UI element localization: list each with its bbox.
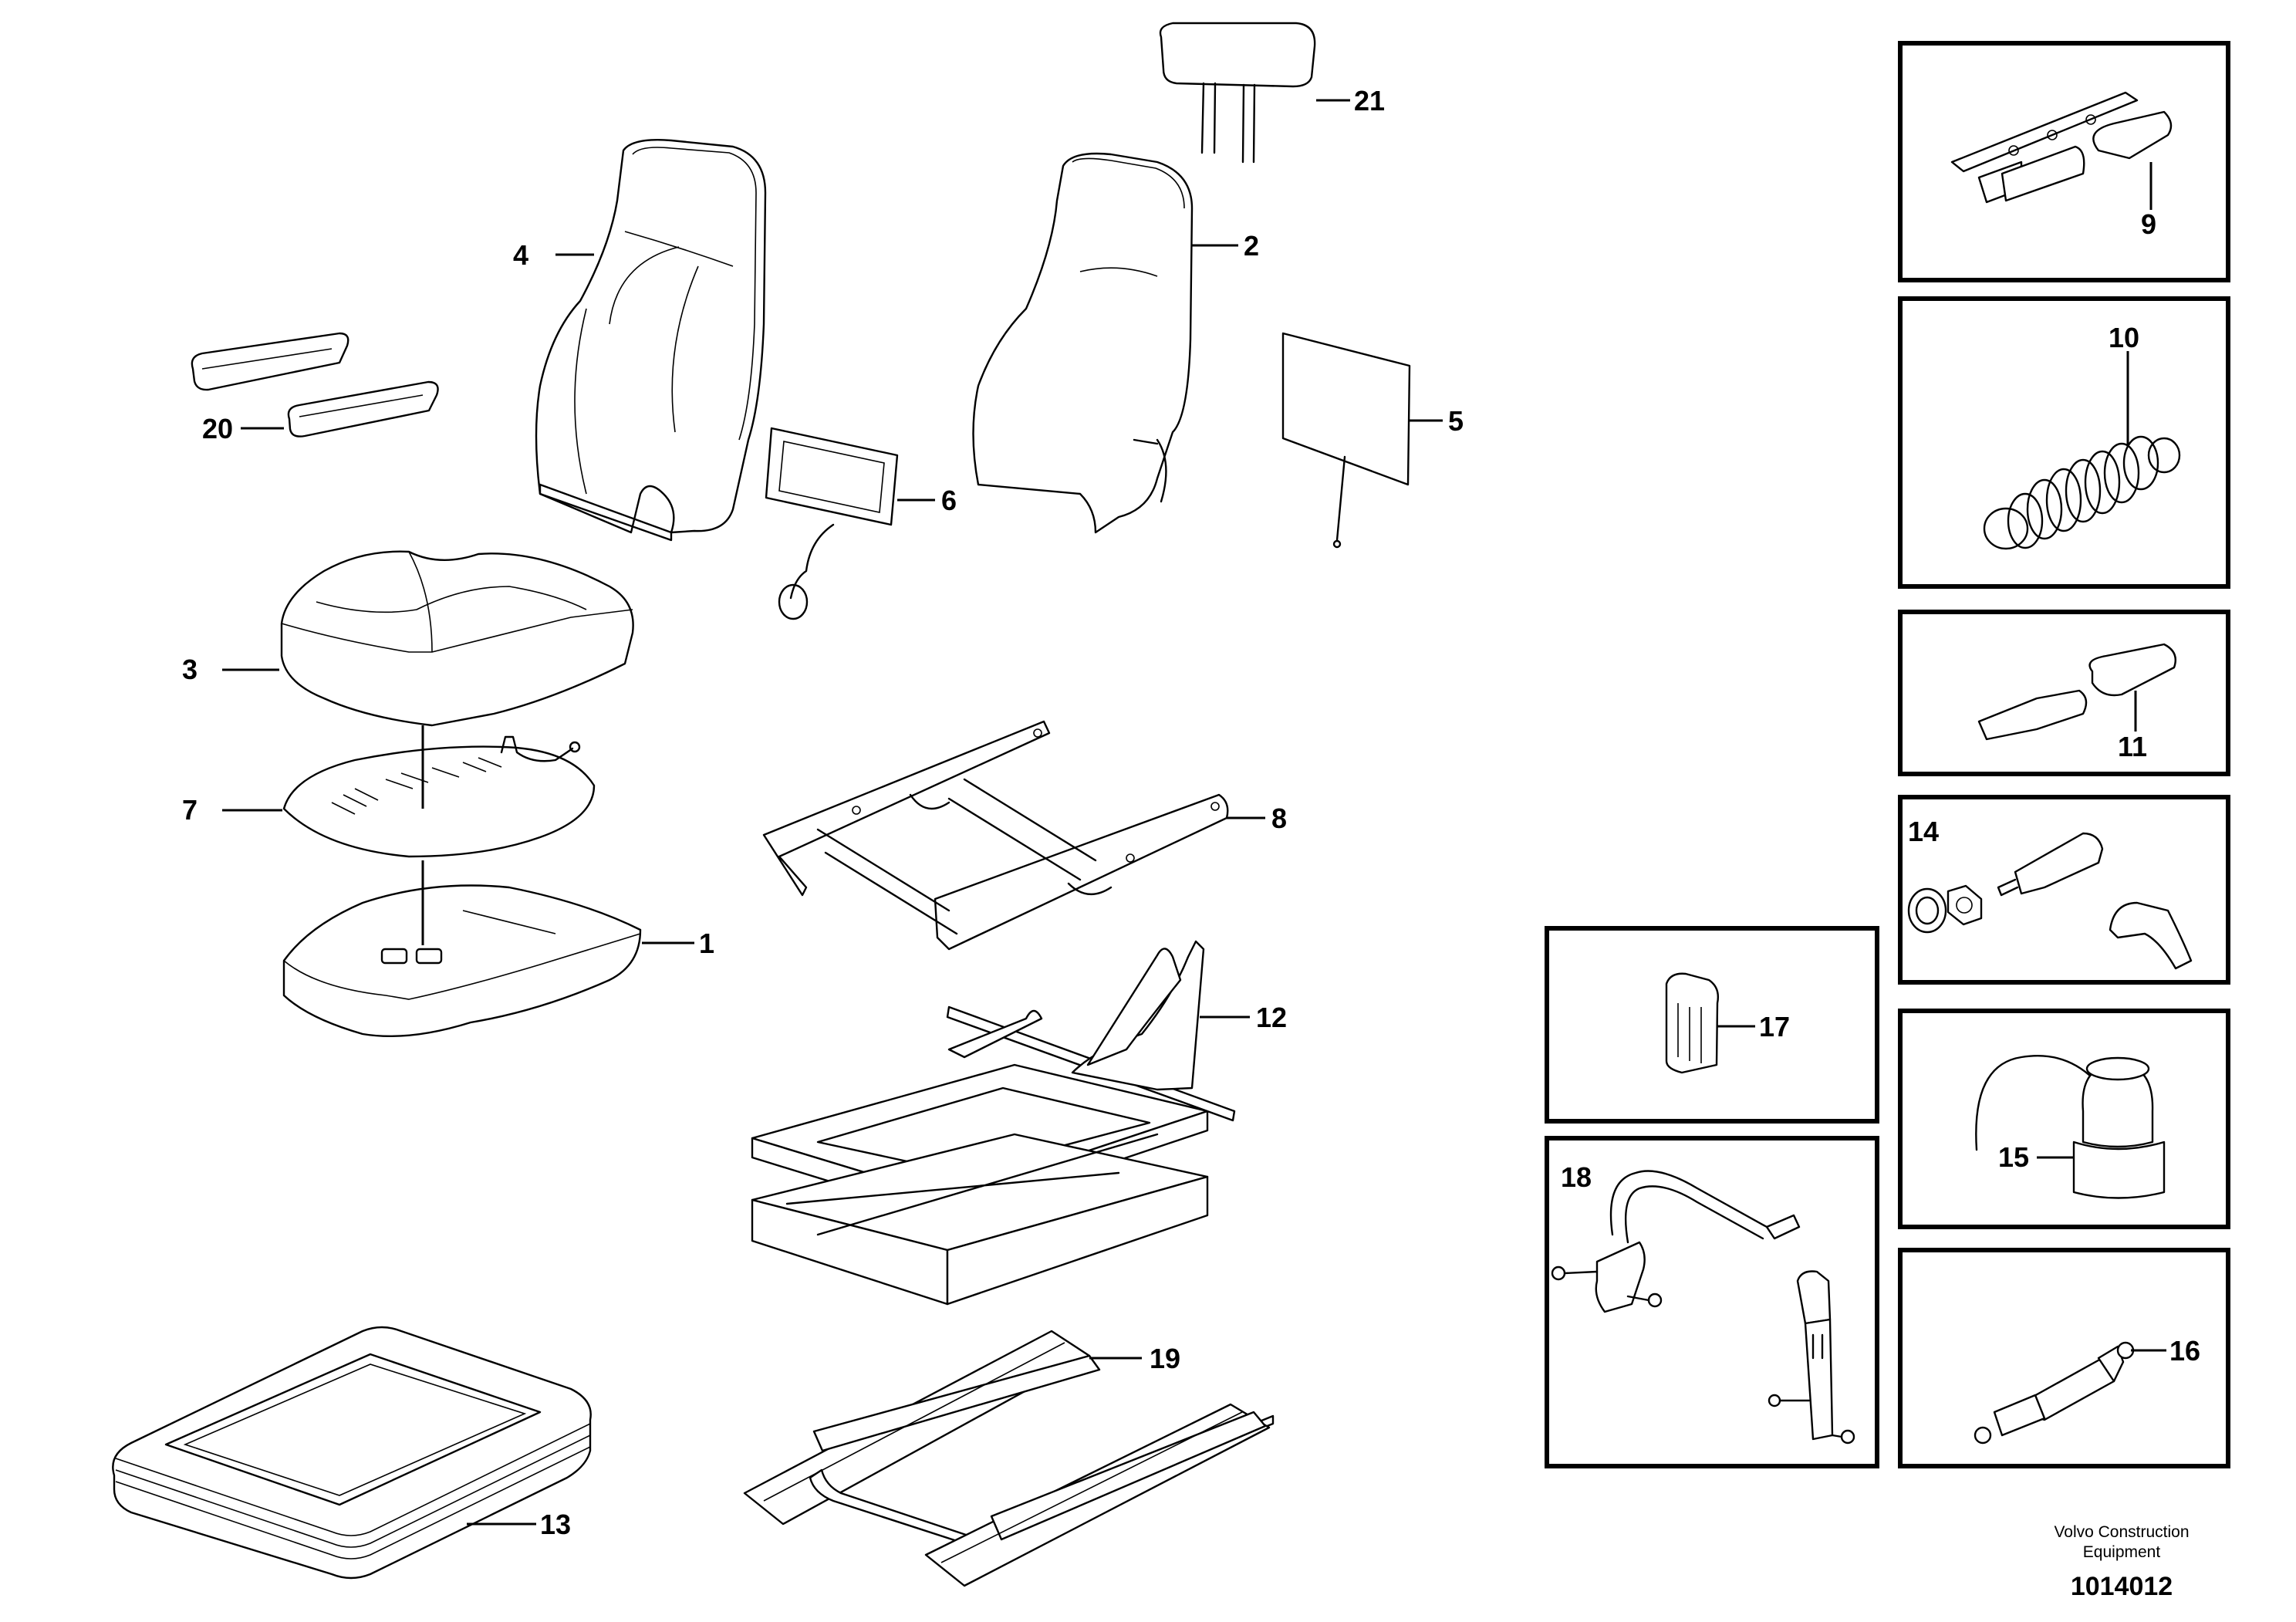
label-3: 3	[182, 654, 198, 685]
label-18: 18	[1561, 1161, 1592, 1193]
detail-box-15: 15	[1898, 1009, 2230, 1229]
label-16: 16	[2169, 1335, 2200, 1367]
label-1: 1	[699, 928, 714, 959]
label-10: 10	[2109, 322, 2139, 353]
company-line-2: Equipment	[2083, 1543, 2161, 1561]
detail-box-14: 14	[1898, 795, 2230, 985]
gas-spring-icon	[1974, 1341, 2135, 1445]
label-13: 13	[540, 1509, 571, 1540]
label-14: 14	[1908, 816, 1939, 847]
label-12: 12	[1256, 1002, 1287, 1033]
detail-box-18: 18	[1545, 1136, 1879, 1468]
label-17: 17	[1759, 1011, 1790, 1042]
label-8: 8	[1271, 803, 1287, 834]
detail-box-9: 9	[1898, 41, 2230, 282]
label-15: 15	[1998, 1141, 2029, 1173]
seat-pan-part: 1	[282, 860, 714, 1038]
heater-element-part: 7	[182, 725, 596, 858]
drawing-reference-number: 1014012	[2071, 1572, 2173, 1601]
armrests-part: 20	[191, 332, 439, 444]
label-7: 7	[182, 794, 198, 826]
publisher-caption: Volvo Construction Equipment 1014012	[2054, 1523, 2189, 1601]
seat-cushion-part: 3	[182, 550, 634, 727]
label-2: 2	[1244, 230, 1259, 262]
detail-box-17: 17	[1545, 926, 1879, 1124]
slide-rails-part: 19	[743, 1330, 1275, 1587]
headrest-part: 21	[1159, 22, 1385, 164]
seat-back-cushion: 2	[972, 152, 1259, 534]
suspension-part: 12	[751, 940, 1287, 1306]
detail-box-11: 11	[1898, 610, 2230, 776]
label-21: 21	[1354, 85, 1385, 117]
instruction-label-part: 5	[1281, 332, 1464, 549]
label-11: 11	[2118, 731, 2147, 762]
seat-frame-part: 8	[762, 720, 1287, 951]
detail-box-16: 16	[1898, 1248, 2230, 1468]
seat-belt-icon	[1551, 1170, 1855, 1445]
label-20: 20	[202, 413, 233, 444]
spring-icon	[1983, 435, 2181, 550]
label-5: 5	[1448, 405, 1464, 437]
heater-label-part: 6	[765, 427, 957, 620]
label-19: 19	[1150, 1343, 1180, 1374]
label-9: 9	[2141, 208, 2156, 240]
seat-back-frame: 4	[513, 139, 767, 542]
label-6: 6	[941, 485, 957, 516]
company-line-1: Volvo Construction	[2054, 1523, 2189, 1541]
seat-tray-part: 13	[112, 1326, 592, 1580]
detail-box-10: 10	[1898, 296, 2230, 589]
label-4: 4	[513, 239, 528, 271]
